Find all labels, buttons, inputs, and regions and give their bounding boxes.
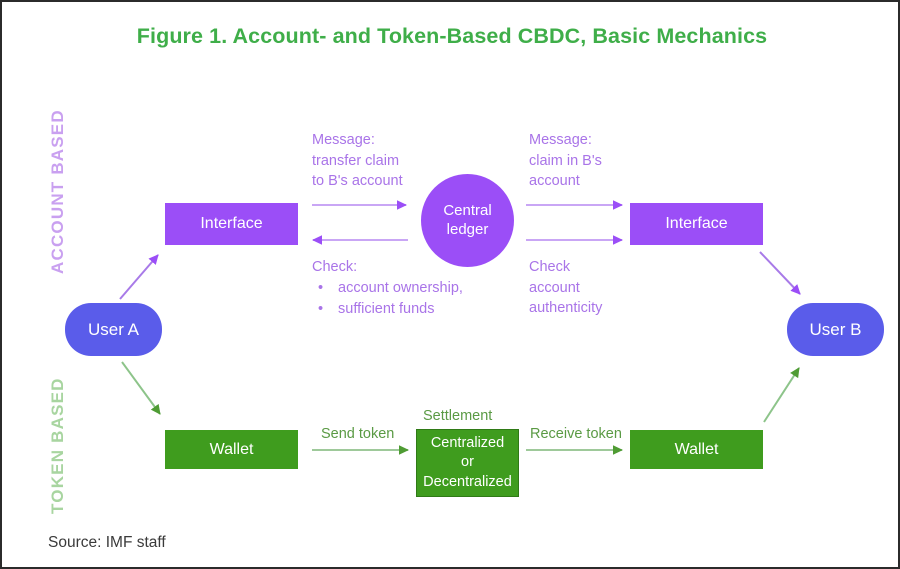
arrow-interface-to-userb: [759, 251, 801, 295]
source-note: Source: IMF staff: [48, 534, 166, 551]
settlement-line-2: or: [461, 454, 474, 471]
node-interface-right[interactable]: Interface: [630, 203, 763, 245]
section-label-token-based: TOKEN BASED: [48, 377, 67, 514]
figure-title: Figure 1. Account- and Token-Based CBDC,…: [136, 24, 768, 48]
settlement-line-3: Decentralized: [423, 473, 512, 490]
central-ledger-line-2: ledger: [446, 220, 489, 238]
node-settlement[interactable]: Centralized or Decentralized: [416, 429, 519, 497]
arrow-usera-to-wallet: [121, 361, 161, 415]
annotation-check-left: Check: account ownership, sufficient fun…: [312, 257, 463, 320]
section-label-account-based: ACCOUNT BASED: [48, 109, 67, 274]
arrow-usera-to-interface: [119, 254, 159, 300]
annotation-settlement-label: Settlement: [423, 408, 493, 424]
annotation-message-left: Message: transfer claim to B's account: [312, 132, 403, 190]
check-left-bullet-list: account ownership, sufficient funds: [312, 278, 463, 320]
arrow-wallet-to-userb: [763, 367, 800, 423]
check-left-bullet-item: account ownership,: [312, 278, 463, 299]
annotation-message-right: Message: claim in B's account: [529, 132, 602, 190]
annotation-send-token: Send token: [321, 426, 395, 442]
settlement-line-1: Centralized: [430, 434, 505, 451]
node-central-ledger[interactable]: Central ledger: [421, 174, 514, 267]
node-user-b[interactable]: User B: [787, 303, 884, 356]
check-left-heading: Check:: [312, 259, 358, 275]
node-wallet-right[interactable]: Wallet: [630, 430, 763, 469]
node-interface-left[interactable]: Interface: [165, 203, 298, 245]
check-left-bullet-item: sufficient funds: [312, 299, 463, 320]
annotation-receive-token: Receive token: [530, 426, 622, 442]
central-ledger-line-1: Central: [443, 201, 492, 219]
annotation-check-right: Check account authenticity: [529, 259, 603, 317]
node-user-a[interactable]: User A: [65, 303, 162, 356]
node-wallet-left[interactable]: Wallet: [165, 430, 298, 469]
